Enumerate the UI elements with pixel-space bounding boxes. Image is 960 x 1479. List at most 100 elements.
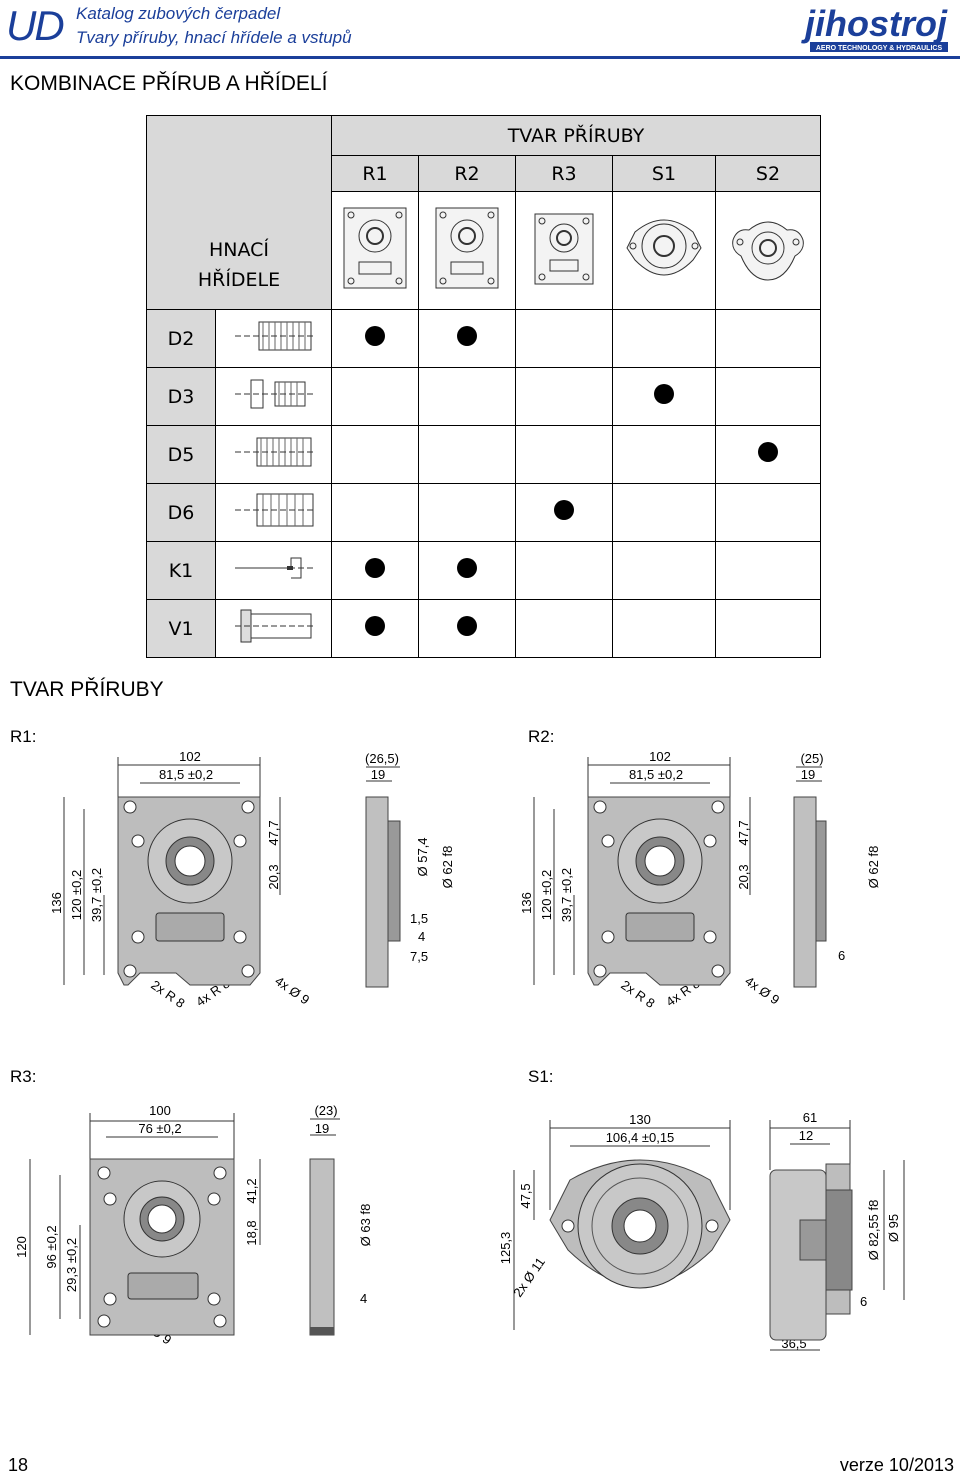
catalog-subtitle: Tvary příruby, hnací hřídele a vstupů — [76, 28, 352, 47]
shaft-thumb-k1 — [215, 541, 332, 600]
col-header-r3: R3 — [515, 155, 613, 192]
svg-text:130: 130 — [629, 1112, 651, 1127]
svg-text:136: 136 — [519, 892, 534, 914]
cell-d6-r2 — [418, 483, 516, 542]
svg-text:6: 6 — [860, 1294, 867, 1309]
logo-wordmark: jihostroj — [801, 3, 948, 44]
cell-d6-s1 — [612, 483, 716, 542]
cell-d5-r1 — [331, 425, 419, 484]
matrix-corner — [146, 115, 332, 192]
cell-d5-r3 — [515, 425, 613, 484]
svg-text:4x Ø 9: 4x Ø 9 — [272, 973, 312, 1007]
row-header-d3: D3 — [146, 367, 216, 426]
svg-text:47,5: 47,5 — [518, 1183, 533, 1208]
svg-text:120 ±0,2: 120 ±0,2 — [69, 870, 84, 921]
svg-text:125,3: 125,3 — [498, 1232, 513, 1265]
svg-text:81,5 ±0,2: 81,5 ±0,2 — [629, 767, 683, 782]
cell-d3-r3 — [515, 367, 613, 426]
svg-text:1,5: 1,5 — [410, 911, 428, 926]
svg-text:96 ±0,2: 96 ±0,2 — [44, 1225, 59, 1268]
drawing-label-r3: R3: — [10, 1067, 37, 1086]
svg-text:Ø 62 f8: Ø 62 f8 — [440, 846, 455, 889]
page-title: KOMBINACE PŘÍRUB A HŘÍDELÍ — [10, 72, 328, 95]
cell-d6-r1 — [331, 483, 419, 542]
row-header-d5: D5 — [146, 425, 216, 484]
cell-v1-s2 — [715, 599, 821, 658]
drawing-r2: 102 81,5 ±0,2 (25) 19 136 120 ±0,2 39,7 … — [519, 749, 881, 1011]
svg-text:106,4 ±0,15: 106,4 ±0,15 — [606, 1130, 675, 1145]
col-header-r2: R2 — [418, 155, 516, 192]
logo-tagline: AERO TECHNOLOGY & HYDRAULICS — [816, 45, 943, 52]
svg-text:81,5 ±0,2: 81,5 ±0,2 — [159, 767, 213, 782]
svg-text:136: 136 — [49, 892, 64, 914]
catalog-title: Katalog zubových čerpadel — [76, 4, 281, 23]
drawing-label-r2: R2: — [528, 727, 555, 746]
flange-thumb-r3 — [515, 191, 613, 310]
cell-d3-r2 — [418, 367, 516, 426]
svg-text:Ø 95: Ø 95 — [886, 1214, 901, 1242]
shaft-thumb-d3 — [215, 367, 332, 426]
col-header-s2: S2 — [715, 155, 821, 192]
header-rule — [0, 56, 960, 59]
section-title: TVAR PŘÍRUBY — [10, 678, 164, 701]
cell-d6-r3 — [515, 483, 613, 542]
cell-d3-s1 — [612, 367, 716, 426]
brand-mark: UD — [6, 2, 65, 49]
svg-text:2x R 8: 2x R 8 — [148, 977, 187, 1011]
row-header-v1: V1 — [146, 599, 216, 658]
svg-text:Ø 57,4: Ø 57,4 — [415, 837, 430, 876]
flange-thumb-r2 — [418, 191, 516, 310]
svg-text:(26,5): (26,5) — [365, 751, 399, 766]
cell-d2-s1 — [612, 309, 716, 368]
svg-text:41,2: 41,2 — [244, 1178, 259, 1203]
cell-d3-s2 — [715, 367, 821, 426]
cell-v1-r2 — [418, 599, 516, 658]
svg-text:18,8: 18,8 — [244, 1220, 259, 1245]
drawing-s1: 130 106,4 ±0,15 61 12 47,5 125,3 2x Ø 11… — [498, 1110, 905, 1351]
drawing-r3: 100 76 ±0,2 (23) 19 120 96 ±0,2 29,3 ±0,… — [14, 1103, 373, 1347]
svg-text:76 ±0,2: 76 ±0,2 — [138, 1121, 181, 1136]
shaft-thumb-d6 — [215, 483, 332, 542]
svg-text:61: 61 — [803, 1110, 817, 1125]
cell-k1-r1 — [331, 541, 419, 600]
drawing-r1: 102 81,5 ±0,2 (26,5) 19 136 120 ±0,2 39,… — [49, 749, 455, 1011]
col-header-r1: R1 — [331, 155, 419, 192]
shaft-thumb-d2 — [215, 309, 332, 368]
cell-v1-r3 — [515, 599, 613, 658]
row-header-d6: D6 — [146, 483, 216, 542]
svg-text:39,7 ±0,2: 39,7 ±0,2 — [89, 868, 104, 922]
cell-k1-r2 — [418, 541, 516, 600]
jihostroj-logo: jihostroj AERO TECHNOLOGY & HYDRAULICS — [801, 3, 948, 52]
col-group-header: TVAR PŘÍRUBY — [331, 115, 821, 156]
cell-d2-r1 — [331, 309, 419, 368]
drawing-label-r1: R1: — [10, 727, 37, 746]
svg-text:19: 19 — [315, 1121, 329, 1136]
shaft-thumb-d5 — [215, 425, 332, 484]
svg-text:Ø 82,55 f8: Ø 82,55 f8 — [866, 1200, 881, 1261]
cell-d2-r2 — [418, 309, 516, 368]
svg-text:6: 6 — [838, 948, 845, 963]
svg-text:2x Ø 11: 2x Ø 11 — [510, 1255, 548, 1300]
svg-text:7,5: 7,5 — [410, 949, 428, 964]
svg-text:120: 120 — [14, 1236, 29, 1258]
flange-thumb-s1 — [612, 191, 716, 310]
cell-d2-r3 — [515, 309, 613, 368]
svg-text:4x Ø 9: 4x Ø 9 — [742, 973, 782, 1007]
row-header-d2: D2 — [146, 309, 216, 368]
svg-text:29,3 ±0,2: 29,3 ±0,2 — [64, 1238, 79, 1292]
drawing-label-s1: S1: — [528, 1067, 554, 1086]
svg-text:100: 100 — [149, 1103, 171, 1118]
svg-text:19: 19 — [371, 767, 385, 782]
cell-k1-r3 — [515, 541, 613, 600]
svg-text:Ø 63 f8: Ø 63 f8 — [358, 1204, 373, 1247]
col-header-s1: S1 — [612, 155, 716, 192]
flange-thumb-r1 — [331, 191, 419, 310]
shaft-thumb-v1 — [215, 599, 332, 658]
svg-text:(23): (23) — [314, 1103, 337, 1118]
cell-d3-r1 — [331, 367, 419, 426]
cell-v1-s1 — [612, 599, 716, 658]
version-label: verze 10/2013 — [839, 1455, 954, 1475]
svg-text:(25): (25) — [800, 751, 823, 766]
